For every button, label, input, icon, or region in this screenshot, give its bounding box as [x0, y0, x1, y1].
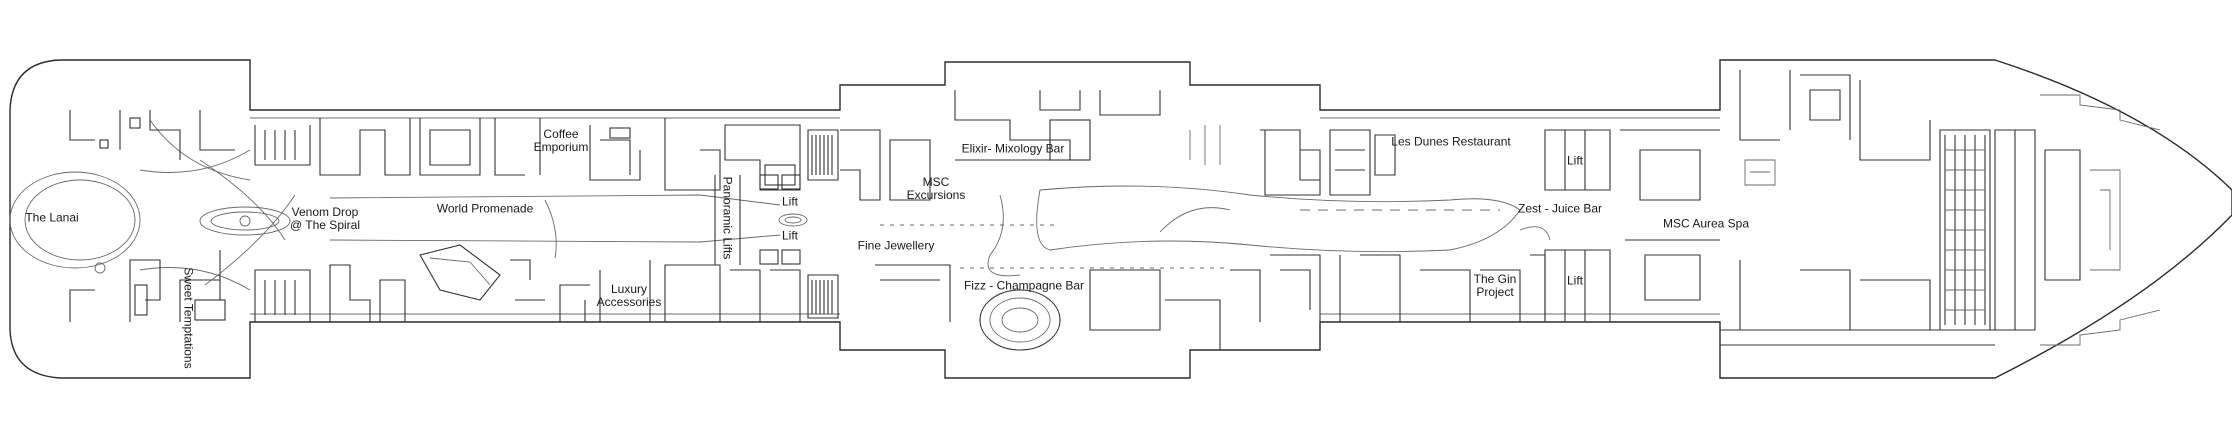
label-zest-juice-bar: Zest - Juice Bar	[1517, 201, 1603, 216]
label-world-promenade: World Promenade	[436, 201, 534, 216]
lanai-area	[9, 110, 251, 322]
label-lift-fwd-upper: Lift	[1566, 153, 1584, 168]
label-panoramic-lifts: Panoramic Lifts	[720, 176, 735, 260]
spiral-slide	[199, 159, 296, 286]
aft-lower-rooms	[254, 244, 839, 323]
label-fine-jewellery: Fine Jewellery	[857, 238, 935, 253]
label-sweet-temptations: Sweet Temptations	[181, 267, 196, 369]
label-lift-fwd-lower: Lift	[1566, 273, 1584, 288]
label-les-dunes-restaurant: Les Dunes Restaurant	[1391, 134, 1511, 149]
midship	[840, 90, 1521, 351]
promenade	[329, 194, 781, 259]
label-the-lanai: The Lanai	[25, 210, 79, 225]
panoramic-lifts	[714, 174, 808, 265]
forward-rooms	[1264, 129, 1776, 323]
label-msc-aurea-spa: MSC Aurea Spa	[1662, 216, 1750, 231]
label-lift-lower: Lift	[781, 228, 799, 243]
label-fizz-champagne-bar: Fizz - Champagne Bar	[963, 278, 1085, 293]
aft-upper-rooms	[254, 118, 839, 191]
bow-rooms	[1720, 70, 2161, 346]
hull-outline	[9, 59, 2232, 379]
label-lift-upper: Lift	[781, 194, 799, 209]
label-venom-drop: Venom Drop@ The Spiral	[290, 205, 360, 232]
label-elixir-mixology-bar: Elixir- Mixology Bar	[961, 141, 1065, 156]
